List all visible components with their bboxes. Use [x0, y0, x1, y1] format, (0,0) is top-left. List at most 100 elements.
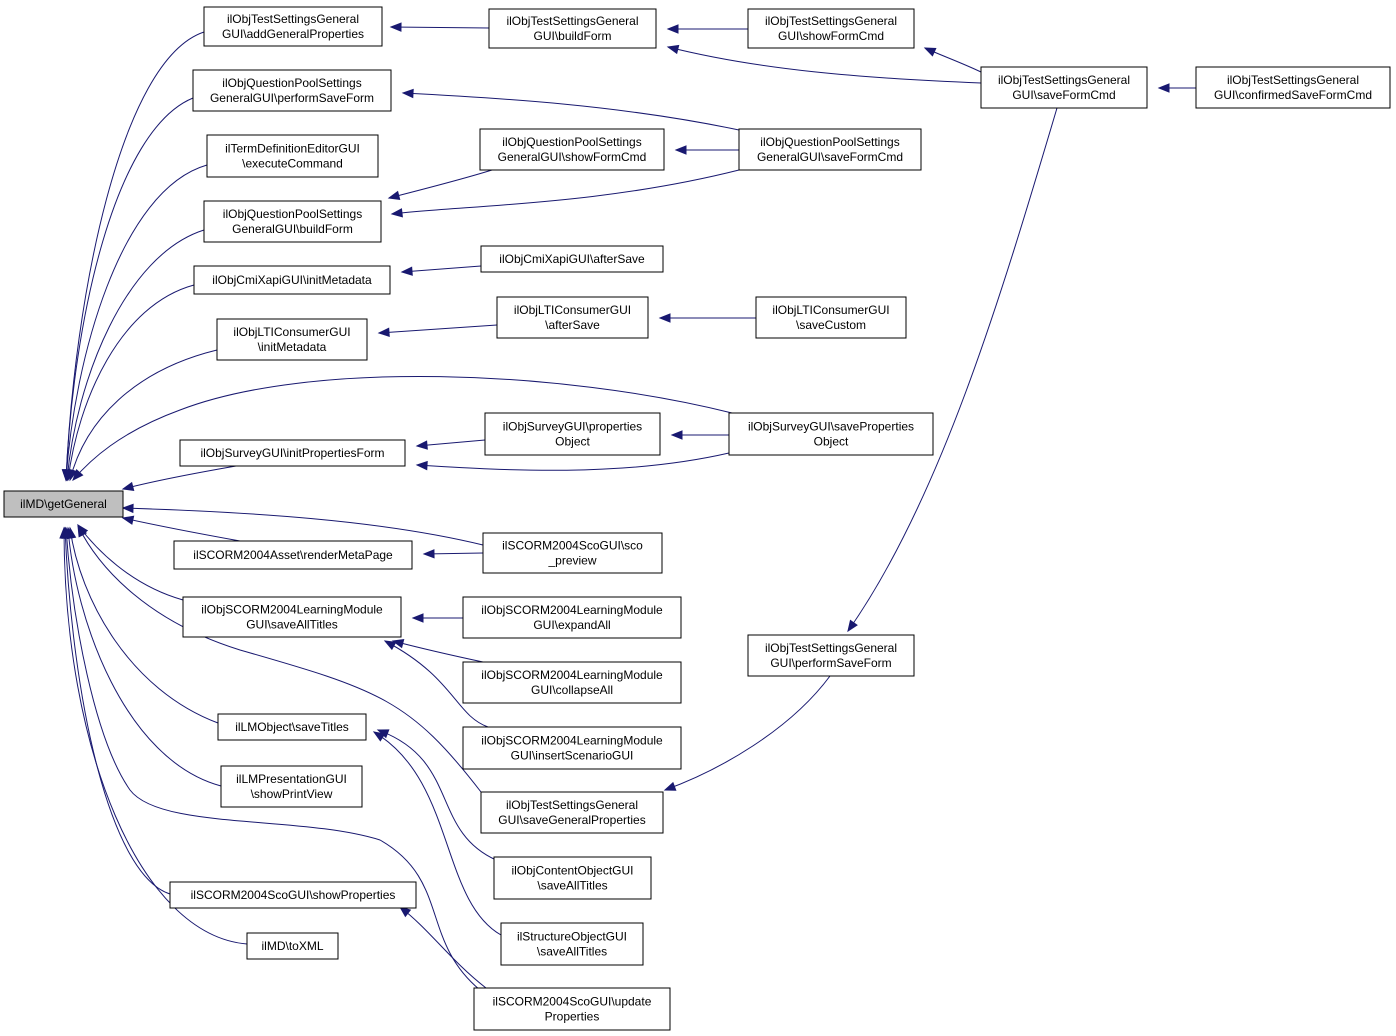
- edge-termExecuteCommand-to-root: [65, 164, 208, 481]
- node-label-line: ilTermDefinitionEditorGUI: [225, 142, 360, 156]
- arrowhead-ltiAfterSave-to-ltiInitMetadata: [377, 327, 390, 338]
- node-box: [747, 8, 915, 49]
- edge-qpShowFormCmd-to-qpBuildForm: [388, 169, 493, 199]
- node-testConfirmedSaveFormCmd[interactable]: ilObjTestSettingsGeneralGUI\confirmedSav…: [1195, 66, 1391, 109]
- edge-mdToXML-to-root: [63, 527, 248, 945]
- node-scoShowProperties[interactable]: ilSCORM2004ScoGUI\showProperties: [169, 881, 417, 909]
- node-qpBuildForm[interactable]: ilObjQuestionPoolSettingsGeneralGUI\buil…: [203, 200, 382, 243]
- edge-scormRenderMetaPage-to-root: [122, 517, 241, 542]
- node-box: [500, 922, 644, 966]
- node-label-line: ilObjLTIConsumerGUI: [233, 325, 350, 339]
- node-label-line: ilLMObject\saveTitles: [235, 720, 349, 734]
- node-surveyInitPropertiesForm[interactable]: ilObjSurveyGUI\initPropertiesForm: [179, 439, 406, 467]
- node-lmInsertScenarioGUI[interactable]: ilObjSCORM2004LearningModuleGUI\insertSc…: [462, 726, 682, 770]
- edge-qpBuildForm-to-root: [66, 229, 205, 481]
- node-ltiInitMetadata[interactable]: ilObjLTIConsumerGUI\initMetadata: [216, 318, 368, 361]
- arrowhead-surveySavePropertiesObject-to-surveyInitPropertiesForm: [415, 460, 428, 471]
- node-label-line: ilObjTestSettingsGeneral: [765, 14, 897, 28]
- node-scormRenderMetaPage[interactable]: ilSCORM2004Asset\renderMetaPage: [173, 540, 413, 570]
- node-label-line: ilObjQuestionPoolSettings: [222, 76, 361, 90]
- node-label-line: Properties: [545, 1010, 600, 1024]
- node-label-line: GUI\saveFormCmd: [1012, 88, 1115, 102]
- edge-testSaveFormCmd-to-testBuildForm: [667, 46, 982, 84]
- arrowhead-testSaveGeneralProperties-to-root: [77, 524, 88, 538]
- node-addGeneralProperties[interactable]: ilObjTestSettingsGeneralGUI\addGeneralPr…: [203, 6, 383, 47]
- node-box: [496, 296, 649, 339]
- node-testSaveGeneralProperties[interactable]: ilObjTestSettingsGeneralGUI\saveGeneralP…: [480, 791, 664, 834]
- node-label-line: GUI\performSaveForm: [770, 656, 891, 670]
- node-ltiAfterSave[interactable]: ilObjLTIConsumerGUI\afterSave: [496, 296, 649, 339]
- node-lmCollapseAll[interactable]: ilObjSCORM2004LearningModuleGUI\collapse…: [462, 661, 682, 704]
- node-label-line: ilLMPresentationGUI: [236, 772, 347, 786]
- arrowhead-testBuildForm-to-addGeneralProperties: [389, 22, 402, 32]
- node-structureSaveAllTitles[interactable]: ilStructureObjectGUI\saveAllTitles: [500, 922, 644, 966]
- node-box: [482, 532, 663, 574]
- arrowhead-testConfirmedSaveFormCmd-to-testSaveFormCmd: [1157, 83, 1170, 93]
- node-box: [182, 596, 402, 638]
- node-qpShowFormCmd[interactable]: ilObjQuestionPoolSettingsGeneralGUI\show…: [479, 128, 665, 171]
- node-lmObjectSaveTitles[interactable]: ilLMObject\saveTitles: [217, 713, 367, 741]
- arrowhead-testPerformSaveForm-to-testSaveGeneralProperties: [663, 781, 677, 791]
- node-label-line: GeneralGUI\buildForm: [232, 222, 353, 236]
- node-box: [169, 881, 417, 909]
- arrowhead-cmiAfterSave-to-cmiInitMetadata: [400, 266, 413, 276]
- node-label-line: GUI\buildForm: [533, 29, 611, 43]
- node-termExecuteCommand[interactable]: ilTermDefinitionEditorGUI\executeCommand: [206, 134, 379, 178]
- node-scoPreview[interactable]: ilSCORM2004ScoGUI\sco_preview: [482, 532, 663, 574]
- edge-scoShowProperties-to-root: [64, 527, 171, 895]
- node-label-line: ilObjTestSettingsGeneral: [998, 73, 1130, 87]
- node-box: [203, 6, 383, 47]
- node-lmSaveAllTitles[interactable]: ilObjSCORM2004LearningModuleGUI\saveAllT…: [182, 596, 402, 638]
- root-node-ilmd-getgeneral[interactable]: ilMD\getGeneral: [3, 490, 124, 518]
- arrowhead-qpSaveFormCmd-to-qpBuildForm: [390, 208, 403, 218]
- arrowhead-ltiSaveCustom-to-ltiAfterSave: [658, 313, 671, 323]
- node-label-line: ilObjContentObjectGUI: [511, 864, 633, 878]
- node-label-line: ilObjTestSettingsGeneral: [506, 798, 638, 812]
- node-label-line: ilObjSCORM2004LearningModule: [481, 603, 663, 617]
- node-contentSaveAllTitles[interactable]: ilObjContentObjectGUI\saveAllTitles: [493, 856, 652, 900]
- edge-lmSaveAllTitles-to-root: [77, 524, 184, 601]
- node-box: [747, 634, 915, 677]
- arrowhead-lmExpandAll-to-lmSaveAllTitles: [411, 613, 424, 623]
- node-qpPerformSaveForm[interactable]: ilObjQuestionPoolSettingsGeneralGUI\perf…: [192, 69, 392, 112]
- node-ltiSaveCustom[interactable]: ilObjLTIConsumerGUI\saveCustom: [755, 296, 907, 339]
- node-label-line: ilObjSurveyGUI\initPropertiesForm: [200, 446, 384, 460]
- edge-scoPreview-to-root: [122, 507, 484, 546]
- node-label-line: GUI\confirmedSaveFormCmd: [1214, 88, 1372, 102]
- node-label-line: GUI\saveAllTitles: [246, 618, 338, 632]
- node-label-line: ilObjCmiXapiGUI\initMetadata: [212, 273, 372, 287]
- node-box: [246, 932, 339, 960]
- edge-lmObjectSaveTitles-to-root: [69, 527, 219, 724]
- arrowhead-qpSaveFormCmd-to-qpPerformSaveForm: [401, 88, 414, 99]
- node-box: [1195, 66, 1391, 109]
- node-lmShowPrintView[interactable]: ilLMPresentationGUI\showPrintView: [220, 765, 363, 808]
- node-testPerformSaveForm[interactable]: ilObjTestSettingsGeneralGUI\performSaveF…: [747, 634, 915, 677]
- node-cmiInitMetadata[interactable]: ilObjCmiXapiGUI\initMetadata: [193, 265, 391, 295]
- node-label-line: \saveAllTitles: [537, 879, 607, 893]
- node-lmExpandAll[interactable]: ilObjSCORM2004LearningModuleGUI\expandAl…: [462, 596, 682, 639]
- edge-surveyPropertiesObject-to-surveyInitPropertiesForm: [416, 439, 486, 447]
- edge-lmShowPrintView-to-root: [67, 527, 222, 787]
- node-qpSaveFormCmd[interactable]: ilObjQuestionPoolSettingsGeneralGUI\save…: [738, 128, 922, 171]
- node-box: [462, 726, 682, 770]
- node-box: [980, 66, 1148, 109]
- node-label-line: _preview: [547, 554, 596, 568]
- node-box: [480, 245, 664, 273]
- node-cmiAfterSave[interactable]: ilObjCmiXapiGUI\afterSave: [480, 245, 664, 273]
- node-label-line: \saveCustom: [796, 318, 866, 332]
- node-label-line: ilSCORM2004ScoGUI\update: [493, 995, 652, 1009]
- edge-qpPerformSaveForm-to-root: [65, 97, 194, 481]
- node-label-line: GUI\saveGeneralProperties: [498, 813, 645, 827]
- arrowhead-ltiInitMetadata-to-root: [68, 468, 78, 482]
- node-mdToXML[interactable]: ilMD\toXML: [246, 932, 339, 960]
- node-label-line: \afterSave: [545, 318, 600, 332]
- arrowhead-scoPreview-to-scormRenderMetaPage: [422, 549, 435, 559]
- node-label-line: GUI\expandAll: [533, 618, 610, 632]
- node-box: [755, 296, 907, 339]
